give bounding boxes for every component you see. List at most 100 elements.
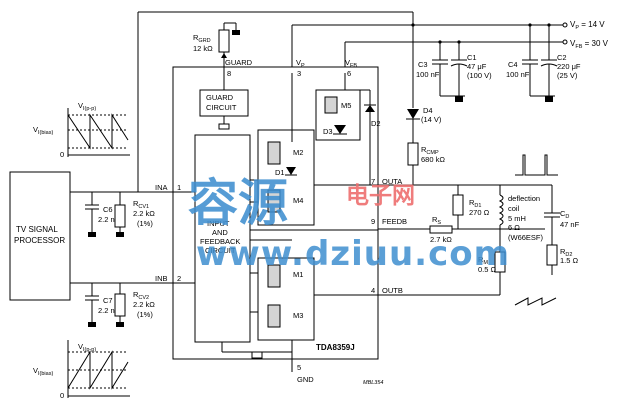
- rcv2-value: 2.2 kΩ: [133, 300, 155, 309]
- flyback-pulse-waveform: [515, 154, 558, 176]
- coil-model: (W66ESF): [508, 233, 544, 242]
- rd2-label: RD2: [560, 247, 572, 258]
- d4-rating: (14 V): [421, 115, 442, 124]
- rcmp-resistor: [407, 142, 419, 166]
- rs-value: 2.7 kΩ: [430, 235, 452, 244]
- pin-6: 6: [347, 69, 351, 78]
- coil-label1: deflection: [508, 194, 540, 203]
- figure-code: MBL354: [363, 380, 384, 386]
- m5-label: M5: [341, 101, 351, 110]
- c2-value: 220 μF: [557, 62, 581, 71]
- wf-top-bias-label: VI(bias): [33, 125, 53, 136]
- pin-8: 8: [227, 69, 231, 78]
- ic-name: TDA8359J: [316, 343, 355, 352]
- pin-gnd-label: GND: [297, 375, 314, 384]
- guard-section: RGRD 12 kΩ GUARD CIRCUIT: [193, 22, 249, 130]
- waveform-bottom: VI(p-p) VI(bias) 0: [33, 340, 130, 400]
- wf-top-amp-label: VI(p-p): [78, 101, 96, 112]
- rs-resistor: [429, 225, 453, 234]
- rs-label: RS: [432, 215, 441, 226]
- guard-block-line2: CIRCUIT: [206, 103, 237, 112]
- c3-value: 100 nF: [416, 70, 440, 79]
- pin-feedb-label: FEEDB: [382, 217, 407, 226]
- m4-label: M4: [293, 196, 303, 205]
- pin-2: 2: [177, 274, 181, 283]
- rgrd-resistor: [218, 29, 230, 53]
- pin-outb-label: OUTB: [382, 286, 403, 295]
- pin-inb-label: INB: [155, 274, 168, 283]
- c1-rating: (100 V): [467, 71, 492, 80]
- c7-value: 2.2 nF: [98, 306, 120, 315]
- pin-vp-label: VP: [296, 58, 305, 69]
- watermark-url: www.dziuu.com: [196, 234, 510, 274]
- rcv1-value: 2.2 kΩ: [133, 209, 155, 218]
- internal-wiring: D2: [178, 73, 381, 372]
- c1-label: C1: [467, 53, 477, 62]
- rcv2-resistor: [114, 293, 126, 317]
- input-feedback-block: [194, 134, 251, 343]
- d3-label: D3: [323, 127, 333, 136]
- c4-label: C4: [508, 60, 518, 69]
- supply-rails: VP = 14 V VFB = 30 V: [291, 20, 609, 67]
- m5-d3-block: M5 D3: [315, 89, 361, 141]
- c1-value: 47 μF: [467, 62, 487, 71]
- pin-ina-label: INA: [155, 183, 168, 192]
- tv-signal-processor: [9, 171, 71, 301]
- vfb-rail-label: VFB = 30 V: [570, 39, 609, 50]
- cd-value: 47 nF: [560, 220, 580, 229]
- d1-label: D1: [275, 168, 285, 177]
- m1-label: M1: [293, 270, 303, 279]
- ifb-line2: AND: [212, 228, 228, 237]
- d2-label: D2: [371, 119, 381, 128]
- coil-current-waveform: [514, 297, 557, 306]
- wf-top-zero: 0: [60, 150, 64, 159]
- rcmp-value: 680 kΩ: [421, 155, 445, 164]
- rm-value: 0.5 Ω: [478, 265, 497, 274]
- c2-label: C2: [557, 53, 567, 62]
- output-network: D4 (14 V) RCMP 680 kΩ RD1 270 Ω deflecti…: [378, 23, 580, 306]
- m2-label: M2: [293, 148, 303, 157]
- rcmp-label: RCMP: [421, 145, 439, 156]
- decoupling-capacitors: C3 100 nF C1 47 μF (100 V) C4 100 nF C2 …: [416, 23, 581, 102]
- coil-resistance: 6 Ω: [508, 223, 520, 232]
- deflection-coil: [498, 194, 504, 226]
- rcv1-resistor: [114, 204, 126, 228]
- rd2-resistor: [546, 244, 558, 266]
- guard-block-line1: GUARD: [206, 93, 234, 102]
- lower-output-stage: M1 M3: [257, 257, 315, 341]
- ifb-line4: CIRCUIT: [205, 246, 236, 255]
- pin-guard-label: GUARD: [225, 58, 253, 67]
- watermark: 容源 电子网 www.dziuu.com: [188, 174, 510, 274]
- rm-label: RM: [478, 255, 488, 266]
- c2-rating: (25 V): [557, 71, 578, 80]
- rgrd-value: 12 kΩ: [193, 44, 213, 53]
- pin-1: 1: [177, 183, 181, 192]
- ifb-line3: FEEDBACK: [200, 237, 240, 246]
- c3-label: C3: [418, 60, 428, 69]
- c6-value: 2.2 nF: [98, 215, 120, 224]
- vp-rail-label: VP = 14 V: [570, 20, 605, 31]
- ic-pins: GUARD 8 VP 3 VFB 6 INA 1 INB 2 7 OUTA 9 …: [155, 58, 407, 384]
- ifb-line1: INPUT: [207, 219, 230, 228]
- c4-value: 100 nF: [506, 70, 530, 79]
- waveform-top: VI(p-p) VI(bias) 0: [33, 101, 130, 159]
- rcv1-tolerance: (1%): [137, 219, 153, 228]
- input-network: TV SIGNAL PROCESSOR C6 2.2 nF RCV1 2.2 k…: [9, 11, 414, 327]
- source-line1: TV SIGNAL: [16, 225, 58, 234]
- pin-vfb-label: VFB: [345, 58, 357, 69]
- rd2-value: 1.5 Ω: [560, 256, 579, 265]
- internal-ground: [251, 351, 263, 359]
- wf-bottom-zero: 0: [60, 391, 64, 400]
- source-line2: PROCESSOR: [14, 236, 65, 245]
- watermark-chinese-large: 容源: [188, 174, 288, 232]
- upper-output-stage: M2 D1 M4: [257, 129, 315, 226]
- rcv2-label: RCV2: [133, 290, 149, 301]
- wf-bottom-bias-label: VI(bias): [33, 366, 53, 377]
- rcv1-label: RCV1: [133, 199, 149, 210]
- pin-9: 9: [371, 217, 375, 226]
- rgrd-label: RGRD: [193, 33, 211, 44]
- m3-label: M3: [293, 311, 303, 320]
- c6-label: C6: [103, 205, 113, 214]
